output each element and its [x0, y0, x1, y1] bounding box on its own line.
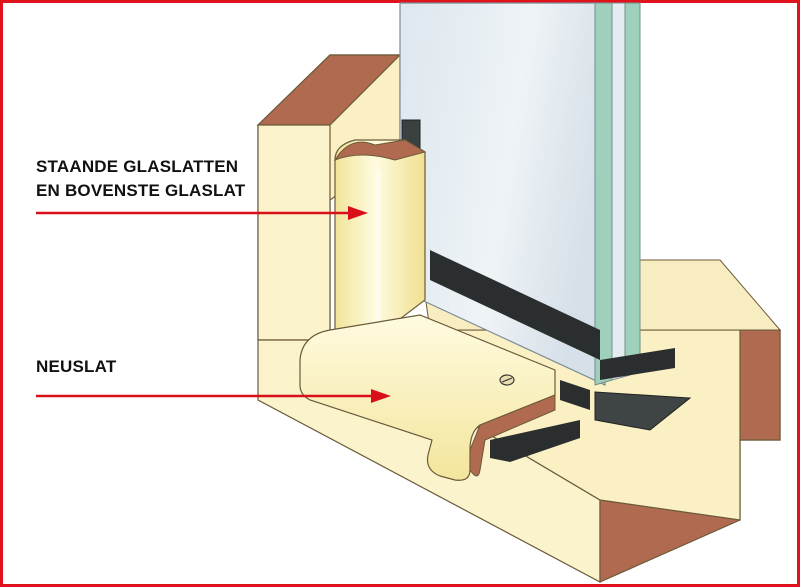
- nose-bead: [299, 314, 556, 481]
- upright-glazing-bead: [333, 139, 427, 341]
- arrow-neuslat: [36, 389, 391, 403]
- gaskets: [401, 119, 692, 462]
- frame-left-post: [256, 54, 402, 341]
- arrow-staande-glaslatten: [36, 206, 368, 220]
- label-staande-glaslatten: STAANDE GLASLATTEN: [36, 157, 239, 176]
- label-neuslat: NEUSLAT: [36, 357, 117, 376]
- label-bovenste-glaslat: EN BOVENSTE GLASLAT: [36, 181, 246, 200]
